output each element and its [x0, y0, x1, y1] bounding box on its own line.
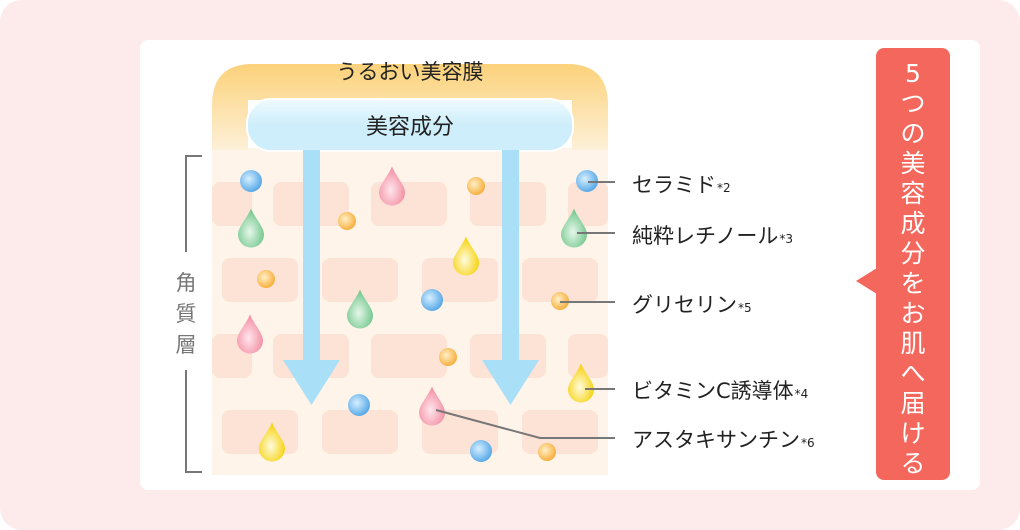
ingredient-label-ceramide: セラミド*2 — [632, 173, 731, 197]
ingredient-label-astaxanthin: アスタキサンチン*6 — [632, 428, 815, 452]
svg-text:け: け — [900, 419, 925, 448]
penetration-arrow-right-icon — [482, 150, 539, 405]
svg-text:る: る — [900, 449, 925, 478]
layer-label-1: 角 — [176, 271, 197, 295]
callout-tag — [856, 48, 950, 480]
layer-label-2: 質 — [176, 302, 197, 326]
svg-text:容: 容 — [900, 179, 925, 208]
svg-text:を: を — [900, 269, 925, 298]
svg-text:肌: 肌 — [900, 329, 925, 358]
moisture-membrane — [212, 64, 608, 150]
ceramide-sphere-icon — [470, 440, 492, 462]
svg-text:つ: つ — [900, 89, 925, 118]
svg-text:成: 成 — [900, 209, 925, 238]
svg-text:美: 美 — [900, 149, 925, 178]
ceramide-sphere-icon — [240, 170, 262, 192]
ingredient-label-retinol: 純粋レチノール*3 — [632, 224, 793, 248]
layer-label-3: 層 — [176, 333, 197, 357]
ceramide-sphere-icon — [348, 394, 370, 416]
ceramide-sphere-icon — [576, 170, 598, 192]
glycerin-sphere-icon — [467, 177, 485, 195]
layer-bracket — [185, 155, 202, 473]
membrane-label: うるおい美容膜 — [337, 60, 484, 84]
glycerin-sphere-icon — [338, 212, 356, 230]
callout-text: 5 つ の 美 容 成 分 を お 肌 へ 届 け る — [900, 59, 925, 478]
ceramide-sphere-icon — [421, 289, 443, 311]
svg-text:届: 届 — [900, 389, 925, 418]
ingredient-label-vitamin-c: ビタミンC誘導体*4 — [632, 379, 808, 403]
ceramide-spheres — [240, 170, 598, 462]
svg-text:分: 分 — [900, 239, 925, 268]
penetration-arrow-left-icon — [283, 150, 340, 405]
svg-text:へ: へ — [900, 359, 925, 388]
glycerin-sphere-icon — [538, 443, 556, 461]
glycerin-sphere-icon — [439, 348, 457, 366]
glycerin-sphere-icon — [257, 270, 275, 288]
ingredient-label-glycerin: グリセリン*5 — [632, 293, 752, 317]
ingredients-label: 美容成分 — [366, 115, 454, 140]
leader-lines — [435, 181, 615, 439]
svg-text:の: の — [900, 119, 925, 148]
ingredients-band — [246, 98, 574, 152]
svg-text:5: 5 — [905, 59, 921, 88]
svg-text:お: お — [900, 299, 925, 328]
